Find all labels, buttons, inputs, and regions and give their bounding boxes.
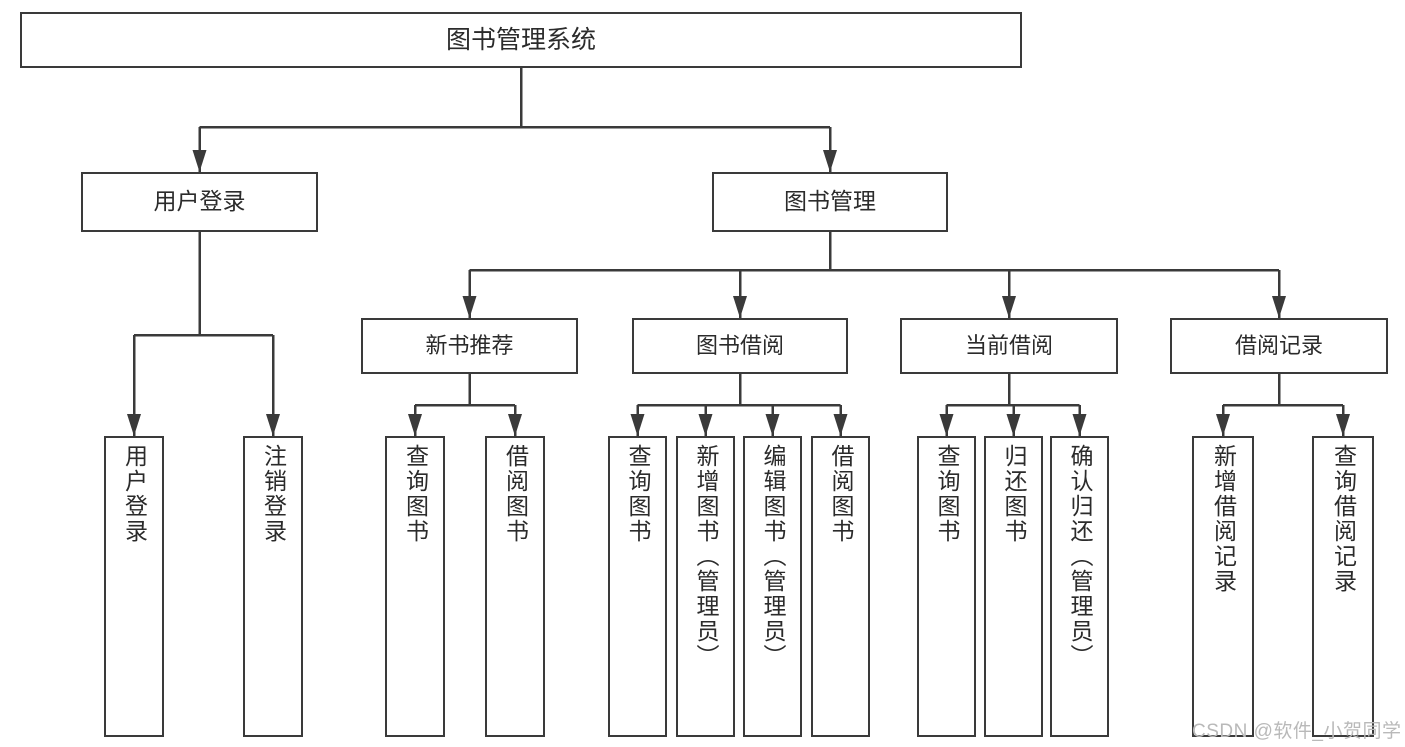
arrowhead-leaf-user-login <box>127 414 141 436</box>
node-leaf-new-query[interactable]: 查询图书 <box>385 436 445 737</box>
node-label: 当前借阅 <box>964 332 1053 358</box>
node-label: 新书推荐 <box>425 332 514 358</box>
node-leaf-b-edit[interactable]: 编辑图书（管理员） <box>743 436 802 737</box>
node-root[interactable]: 图书管理系统 <box>20 12 1022 68</box>
arrowhead-login <box>192 150 207 172</box>
node-label: 查询借阅记录 <box>1330 444 1357 594</box>
node-leaf-c-return[interactable]: 归还图书 <box>984 436 1043 737</box>
node-label: 归还图书 <box>1001 444 1027 544</box>
node-label: 注销登录 <box>260 444 287 544</box>
node-leaf-r-query[interactable]: 查询借阅记录 <box>1312 436 1374 737</box>
arrowhead-leaf-b-query <box>630 414 645 436</box>
node-label: 查询图书 <box>934 444 960 544</box>
node-leaf-r-add[interactable]: 新增借阅记录 <box>1192 436 1254 737</box>
node-label: 新增借阅记录 <box>1210 444 1237 594</box>
node-leaf-c-confirm[interactable]: 确认归还（管理员） <box>1050 436 1109 737</box>
node-records[interactable]: 借阅记录 <box>1170 318 1388 374</box>
node-current[interactable]: 当前借阅 <box>900 318 1118 374</box>
arrowhead-leaf-b-borrow <box>833 414 848 436</box>
node-label: 查询图书 <box>625 444 651 544</box>
arrowhead-leaf-new-borrow <box>508 414 522 436</box>
node-bookmgmt[interactable]: 图书管理 <box>712 172 948 232</box>
node-label: 借阅图书 <box>502 444 529 544</box>
arrowhead-leaf-b-add <box>698 414 713 436</box>
node-login[interactable]: 用户登录 <box>81 172 318 232</box>
arrowhead-leaf-logout <box>266 414 280 436</box>
node-label: 编辑图书（管理员） <box>760 444 786 669</box>
arrowhead-newbook <box>462 296 477 318</box>
node-label: 新增图书（管理员） <box>693 444 719 669</box>
arrowhead-leaf-c-confirm <box>1072 414 1087 436</box>
arrowhead-leaf-new-query <box>408 414 422 436</box>
arrowhead-bookmgmt <box>823 150 837 172</box>
node-newbook[interactable]: 新书推荐 <box>361 318 578 374</box>
node-leaf-logout[interactable]: 注销登录 <box>243 436 303 737</box>
arrowhead-leaf-r-query <box>1336 414 1350 436</box>
arrowhead-leaf-c-query <box>939 414 954 436</box>
node-label: 图书管理 <box>784 188 876 215</box>
node-leaf-new-borrow[interactable]: 借阅图书 <box>485 436 545 737</box>
node-label: 用户登录 <box>153 188 246 215</box>
arrowhead-records <box>1272 296 1286 318</box>
node-borrow[interactable]: 图书借阅 <box>632 318 848 374</box>
node-leaf-b-add[interactable]: 新增图书（管理员） <box>676 436 735 737</box>
node-label: 用户登录 <box>121 444 148 544</box>
arrowhead-borrow <box>733 296 747 318</box>
node-leaf-c-query[interactable]: 查询图书 <box>917 436 976 737</box>
node-label: 图书借阅 <box>695 332 784 358</box>
node-label: 借阅图书 <box>828 444 854 544</box>
arrowhead-current <box>1002 296 1016 318</box>
node-label: 图书管理系统 <box>445 26 596 54</box>
node-label: 借阅记录 <box>1234 332 1323 358</box>
node-leaf-b-borrow[interactable]: 借阅图书 <box>811 436 870 737</box>
watermark: CSDN @软件_小贺同学 <box>1192 721 1402 742</box>
arrowhead-leaf-c-return <box>1006 414 1021 436</box>
arrowhead-leaf-r-add <box>1216 414 1230 436</box>
arrowhead-leaf-b-edit <box>765 414 780 436</box>
node-label: 确认归还（管理员） <box>1067 444 1093 669</box>
node-leaf-b-query[interactable]: 查询图书 <box>608 436 667 737</box>
node-leaf-user-login[interactable]: 用户登录 <box>104 436 164 737</box>
node-label: 查询图书 <box>402 444 429 544</box>
